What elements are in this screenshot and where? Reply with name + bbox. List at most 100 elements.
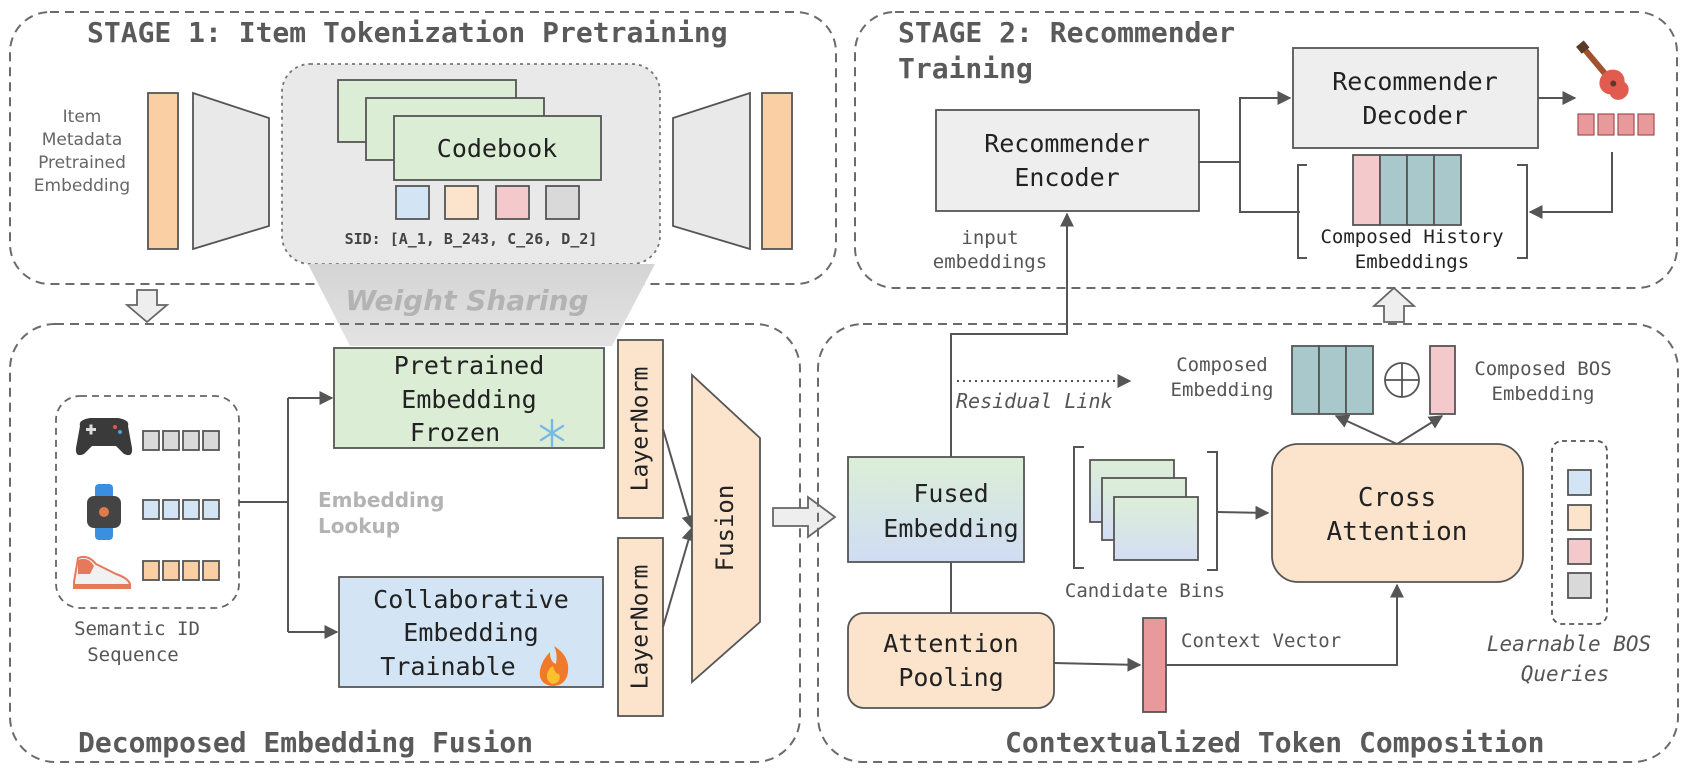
collaborative-label-line: Trainable <box>380 652 515 681</box>
composed-bos-token <box>1429 345 1456 415</box>
pooling-to-context-edge <box>1053 657 1142 672</box>
candidate-bins-label: Candidate Bins <box>1065 580 1225 602</box>
right-hollow-arrow <box>772 495 837 539</box>
composed-bos-label: Composed BOS <box>1474 358 1611 380</box>
down-hollow-arrow <box>124 289 170 324</box>
history-bracket-right <box>1517 164 1528 259</box>
bos-query <box>1567 469 1592 496</box>
composed-bos-label: Embedding <box>1492 383 1595 405</box>
output-embedding-bar <box>761 92 793 250</box>
sid-token <box>182 499 200 520</box>
cross-attention-box <box>1271 443 1524 583</box>
stage2-panel: STAGE 2: Recommender Training Recommende… <box>854 11 1678 289</box>
smartwatch-icon <box>87 484 121 540</box>
context-vector-label: Context Vector <box>1181 630 1341 652</box>
output-token-strip <box>1577 113 1655 136</box>
learnable-bos-label: Learnable BOS <box>1487 632 1651 656</box>
fusion-trapezoid <box>691 372 761 684</box>
history-token <box>1406 154 1435 226</box>
input-label-line: Item <box>63 107 102 127</box>
stage1-panel: STAGE 1: Item Tokenization Pretraining I… <box>9 11 837 285</box>
input-embeddings-label: input <box>961 227 1018 249</box>
decoder-label-line: Decoder <box>1362 101 1467 130</box>
learnable-bos-label: Queries <box>1521 662 1610 686</box>
sid-token <box>202 560 220 581</box>
code-token-c <box>495 185 530 220</box>
attention-pooling-label: Pooling <box>898 663 1003 692</box>
context-to-cross-edge <box>1166 583 1404 666</box>
recommender-encoder-box <box>935 109 1200 212</box>
up-hollow-arrow <box>1371 286 1417 323</box>
stage1-input-label: Item Metadata Pretrained Embedding <box>34 107 130 196</box>
residual-link-label: Residual Link <box>956 389 1113 413</box>
encoder-to-decoder-edge <box>1199 91 1292 163</box>
input-label-line: Embedding <box>34 176 130 196</box>
sid-token <box>162 499 180 520</box>
layernorm-bottom-box <box>617 537 664 717</box>
embedding-lookup-label: Lookup <box>318 514 400 538</box>
input-embedding-bar <box>147 92 179 250</box>
cross-attention-label: Attention <box>1327 517 1468 547</box>
codebook-label: Codebook <box>437 134 557 163</box>
layernorm-bottom-to-fusion-edge <box>662 526 696 628</box>
fused-label-line: Fused <box>913 479 988 508</box>
stage2-title-line2: Training <box>898 52 1033 85</box>
sid-label: SID: [A_1, B_243, C_26, D_2] <box>345 230 598 248</box>
composed-token <box>1291 345 1320 415</box>
semantic-id-label: Sequence <box>87 644 179 666</box>
composed-history-label: Composed History <box>1320 226 1503 248</box>
pretrained-label-line: Frozen <box>410 418 500 447</box>
fused-embedding-box <box>847 456 1025 563</box>
sid-token <box>142 499 160 520</box>
input-label-line: Metadata <box>42 130 123 150</box>
fusion-panel: Decomposed Embedding Fusion <box>9 323 801 763</box>
fire-icon <box>539 646 569 686</box>
bos-query <box>1567 572 1592 599</box>
cross-to-bos-edge <box>1396 415 1444 445</box>
bins-to-cross-edge <box>1216 505 1270 520</box>
fusion-title: Decomposed Embedding Fusion <box>78 726 533 759</box>
encoder-label-line: Encoder <box>1014 163 1119 192</box>
recommender-decoder-box <box>1292 47 1539 149</box>
snowflake-icon <box>539 418 565 448</box>
bins-bracket-right <box>1207 451 1218 571</box>
history-bracket-left <box>1297 164 1307 259</box>
input-embeddings-label: embeddings <box>933 251 1047 273</box>
bos-queries-group <box>1551 440 1608 625</box>
sid-token <box>202 499 220 520</box>
encoder-to-history-edge <box>1239 162 1300 213</box>
stage2-title-line1: STAGE 2: Recommender <box>898 16 1235 49</box>
sid-token <box>142 560 160 581</box>
embedding-lookup-label: Embedding <box>318 488 444 512</box>
layernorm-top-label: LayerNorm <box>628 367 654 492</box>
sid-token <box>182 560 200 581</box>
guitar-icon <box>1576 40 1629 100</box>
bins-bracket-left <box>1073 446 1084 569</box>
pretrained-embedding-box <box>333 347 605 449</box>
gamepad-icon <box>75 418 133 456</box>
input-label-line: Pretrained <box>38 153 126 173</box>
attention-pooling-box <box>847 612 1055 709</box>
bos-query <box>1567 504 1592 531</box>
output-feedback-edge <box>1528 152 1613 219</box>
decoder-trapezoid <box>672 91 751 251</box>
sneaker-icon <box>73 555 131 589</box>
composition-panel: Contextualized Token Composition Fused E… <box>817 212 1679 763</box>
composed-embedding-label: Embedding <box>1171 379 1274 401</box>
decoder-label-line: Recommender <box>1332 67 1498 96</box>
composed-token <box>1318 345 1347 415</box>
oplus-icon <box>1384 362 1420 398</box>
encoder-label-line: Recommender <box>984 129 1150 158</box>
pretrained-label-line: Pretrained <box>394 351 545 380</box>
sid-token <box>142 430 160 451</box>
code-token-d <box>545 185 580 220</box>
history-bos-token <box>1352 154 1381 226</box>
candidate-bin <box>1113 496 1199 561</box>
sid-token <box>182 430 200 451</box>
history-token <box>1379 154 1408 226</box>
cross-to-composed-edge <box>1334 414 1398 445</box>
history-token <box>1433 154 1462 226</box>
weight-sharing-label: Weight Sharing <box>345 284 588 317</box>
sid-token <box>162 430 180 451</box>
